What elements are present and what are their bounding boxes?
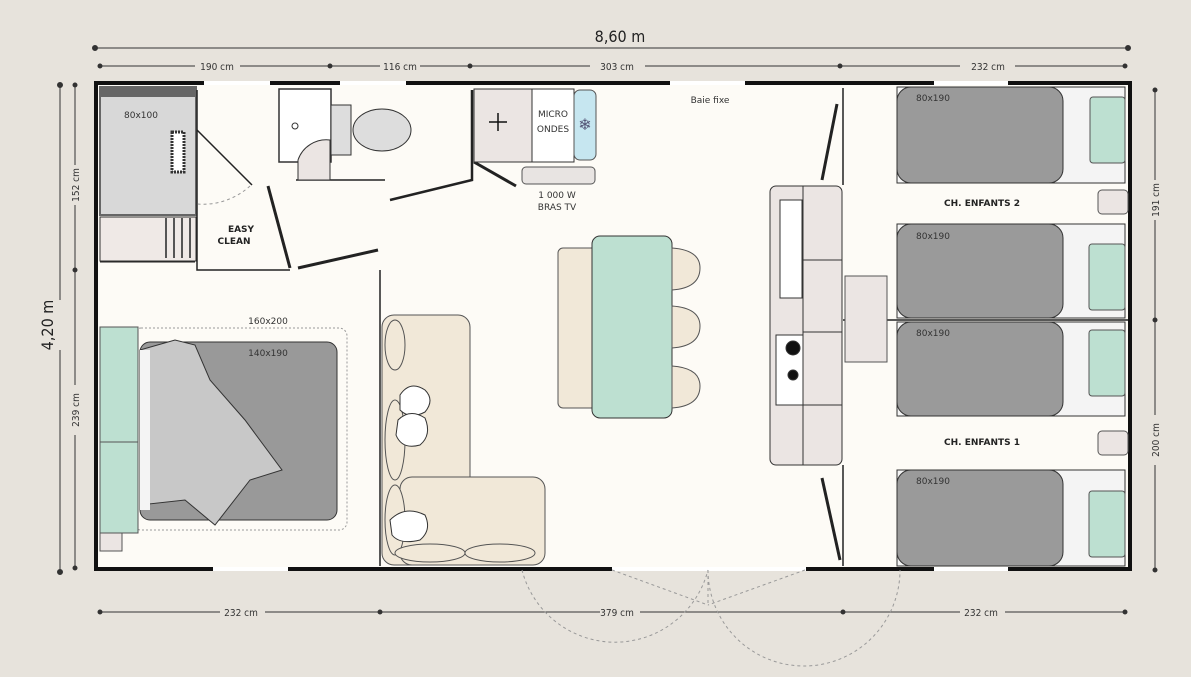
dim-right-2: 200 cm xyxy=(1151,423,1162,457)
interior-walls xyxy=(100,88,1128,566)
burner-icon xyxy=(785,340,801,356)
dim-top-1: 190 cm xyxy=(200,62,234,73)
power-label: 1 000 W xyxy=(538,191,576,201)
cooktop-cabinet xyxy=(473,88,533,163)
fridge xyxy=(573,89,597,161)
bunk-bed-label: 80x190 xyxy=(916,329,950,339)
toilet-tank xyxy=(330,104,352,156)
bunk-bed-label: 80x190 xyxy=(916,232,950,242)
fixed-window-label: Baie fixe xyxy=(691,96,730,106)
bed-160x200-label: 160x200 xyxy=(248,317,288,327)
kitchen-counter xyxy=(769,185,843,466)
dim-top-2: 116 cm xyxy=(383,62,417,73)
tv-arm xyxy=(521,166,596,185)
dim-bottom-1: 232 cm xyxy=(224,608,258,619)
plus-icon xyxy=(489,113,507,131)
toilet xyxy=(352,108,412,152)
headboard xyxy=(99,326,139,534)
kids-room-2-label: CH. ENFANTS 2 xyxy=(944,199,1020,209)
chairs xyxy=(671,247,701,409)
kitchen-sink xyxy=(779,199,803,299)
tv-arm-label: BRAS TV xyxy=(538,203,577,213)
total-depth-label: 4,20 m xyxy=(38,300,57,351)
dim-left-1: 152 cm xyxy=(71,168,82,202)
microwave-label-2: ONDES xyxy=(537,125,569,135)
entry-door-swings xyxy=(521,569,901,667)
kids-room-1-label: CH. ENFANTS 1 xyxy=(944,438,1020,448)
bunk-bed-label: 80x190 xyxy=(916,94,950,104)
easy-clean-top: EASY xyxy=(228,225,255,235)
shower-size: 80x100 xyxy=(124,111,158,121)
shower-drain-icon xyxy=(170,130,186,174)
microwave-label-1: MICRO xyxy=(538,110,568,120)
dim-bottom-3: 232 cm xyxy=(964,608,998,619)
dim-left-2: 239 cm xyxy=(71,393,82,427)
storage xyxy=(99,216,197,262)
dimension-lines xyxy=(57,45,1158,615)
cushions xyxy=(389,385,431,543)
bunk-bed-label: 80x190 xyxy=(916,477,950,487)
blanket xyxy=(139,339,283,526)
dim-top-3: 303 cm xyxy=(600,62,634,73)
dining-table xyxy=(591,235,673,419)
snowflake-icon: ❄ xyxy=(578,117,591,134)
total-width-label: 8,60 m xyxy=(595,27,646,46)
burner-icon xyxy=(787,369,799,381)
bunk-beds xyxy=(896,86,1129,567)
dim-bottom-2: 379 cm xyxy=(600,608,634,619)
kitchen-island xyxy=(844,275,888,363)
dim-right-1: 191 cm xyxy=(1151,183,1162,217)
windows xyxy=(204,81,1008,571)
master-bed-label: 140x190 xyxy=(248,349,288,359)
dim-top-4: 232 cm xyxy=(971,62,1005,73)
easy-clean-bottom: CLEAN xyxy=(218,237,251,247)
